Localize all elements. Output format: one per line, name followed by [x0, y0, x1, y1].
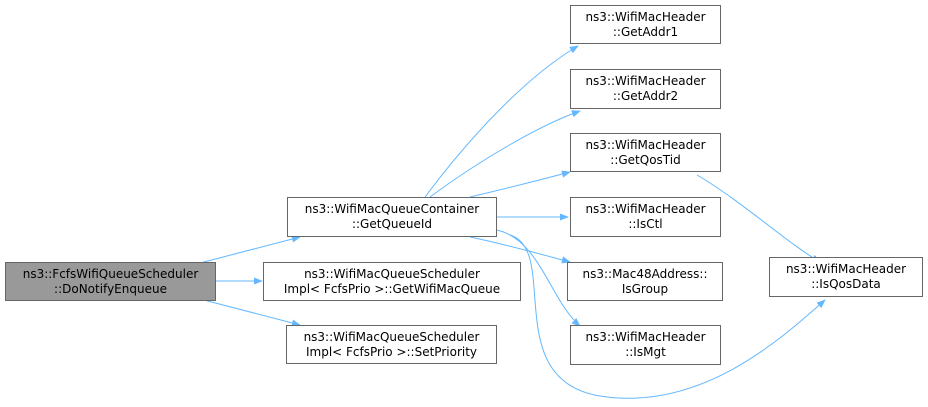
edge-donotify-to-setpriority: [199, 298, 301, 327]
node-line1: ns3::WifiMacQueueScheduler: [304, 266, 480, 281]
node-isgroup[interactable]: ns3::Mac48Address:: IsGroup: [567, 262, 723, 301]
node-line2: ::DoNotifyEnqueue: [54, 281, 167, 296]
edge-getqueueid-to-isqosdata: [509, 234, 826, 399]
node-line1: ns3::WifiMacQueueContainer: [304, 202, 480, 216]
node-line2: ::GetQueueId: [351, 217, 433, 231]
node-line2: Impl< FcfsPrio >::GetWifiMacQueue: [283, 281, 501, 296]
node-line1: ns3::WifiMacHeader: [585, 74, 706, 88]
node-line2: IsGroup: [621, 281, 669, 296]
node-line1: ns3::WifiMacHeader: [585, 330, 706, 344]
node-getaddr2[interactable]: ns3::WifiMacHeader ::GetAddr2: [570, 69, 721, 109]
node-line1: ns3::WifiMacHeader: [585, 9, 706, 24]
node-line2: ::IsQosData: [811, 277, 881, 291]
node-line1: ns3::WifiMacHeader: [585, 137, 706, 152]
node-getqostid[interactable]: ns3::WifiMacHeader ::GetQosTid: [570, 133, 721, 172]
node-isctl[interactable]: ns3::WifiMacHeader ::IsCtl: [570, 197, 721, 237]
node-getqueueid[interactable]: ns3::WifiMacQueueContainer ::GetQueueId: [287, 197, 497, 237]
node-line2: ::GetAddr1: [612, 24, 679, 39]
node-line2: ::IsMgt: [625, 345, 666, 359]
node-line2: Impl< FcfsPrio >::SetPriority: [305, 344, 478, 359]
node-getaddr1[interactable]: ns3::WifiMacHeader ::GetAddr1: [570, 5, 721, 44]
node-line1: ns3::Mac48Address::: [582, 266, 708, 281]
node-isqosdata[interactable]: ns3::WifiMacHeader ::IsQosData: [769, 257, 923, 297]
edge-getqueueid-to-getaddr2: [429, 110, 581, 198]
edge-getqueueid-to-getaddr1: [424, 45, 579, 198]
edge-getqostid-to-isqosdata: [696, 174, 821, 263]
node-fcfs-donotifyenqueue: ns3::FcfsWifiQueueScheduler ::DoNotifyEn…: [5, 262, 216, 301]
node-line2: ::IsCtl: [628, 217, 663, 231]
node-line2: ::GetQosTid: [610, 152, 681, 167]
edge-getqueueid-to-isgroup: [469, 236, 571, 264]
node-getwifimacqueue[interactable]: ns3::WifiMacQueueScheduler Impl< FcfsPri…: [263, 262, 521, 301]
node-line1: ns3::WifiMacHeader: [785, 262, 907, 276]
node-line1: ns3::WifiMacHeader: [585, 202, 706, 216]
node-line2: ::GetAddr2: [612, 89, 679, 103]
node-ismgt[interactable]: ns3::WifiMacHeader ::IsMgt: [570, 325, 721, 365]
edge-donotify-to-getqueueid: [199, 235, 301, 264]
node-setpriority[interactable]: ns3::WifiMacQueueScheduler Impl< FcfsPri…: [286, 325, 497, 364]
edge-getqueueid-to-getqostid: [469, 170, 571, 198]
node-line1: ns3::WifiMacQueueScheduler: [303, 329, 480, 344]
node-line1: ns3::FcfsWifiQueueScheduler: [22, 266, 199, 281]
